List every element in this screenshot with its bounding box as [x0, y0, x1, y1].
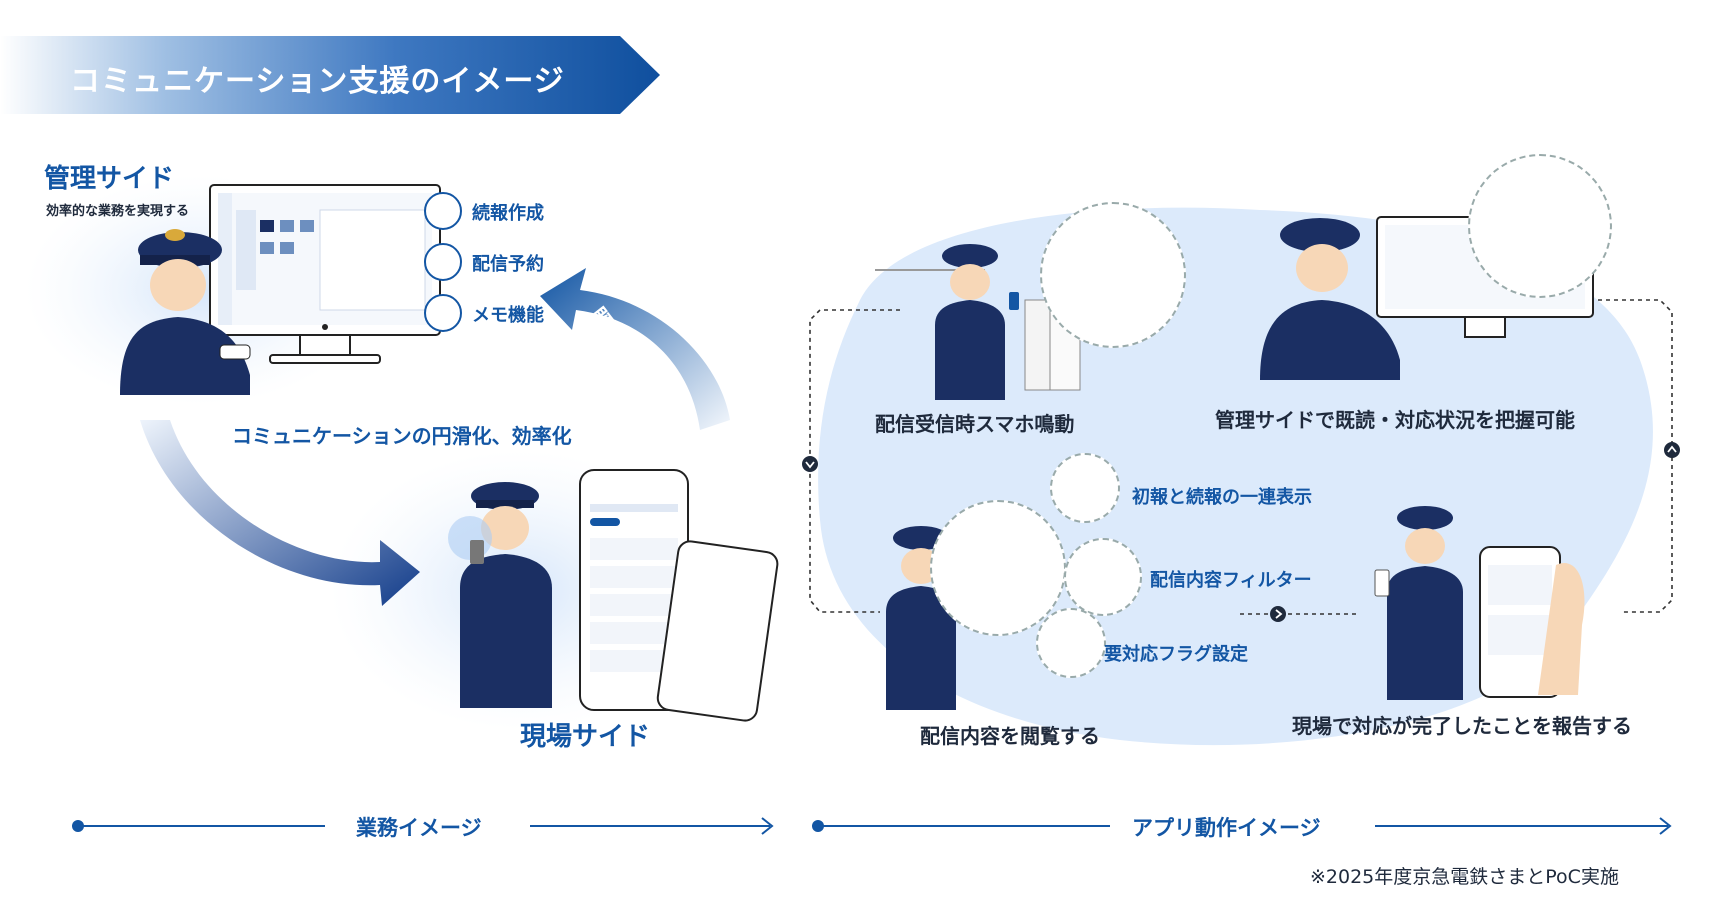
- notified-staff-illustration: [935, 244, 1019, 400]
- bulletin-icon: [424, 192, 462, 230]
- field-side-title: 現場サイド: [520, 722, 651, 752]
- feature-memo-label: メモ機能: [472, 305, 544, 326]
- memo-icon: [424, 294, 462, 332]
- status-zoom-circle: [1468, 154, 1612, 298]
- station-gate-illustration: [875, 269, 1081, 391]
- filter-zoom-circle: [1064, 538, 1142, 616]
- caption-report: 現場で対応が完了したことを報告する: [1292, 714, 1632, 738]
- page-title: コミュニケーション支援のイメージ: [70, 64, 565, 99]
- schedule-send-icon: [424, 243, 462, 281]
- field-phone-illustration: [579, 469, 779, 722]
- feature-bulletin-label: 続報作成: [472, 203, 544, 224]
- admin-staff-illustration: [120, 229, 251, 395]
- feature-thread-label: 初報と続報の一連表示: [1132, 487, 1312, 508]
- thread-zoom-circle: [1050, 453, 1120, 523]
- admin-check-staff-illustration: [1260, 218, 1400, 380]
- read-confirm-arrow: [540, 268, 730, 430]
- feature-schedule-label: 配信予約: [472, 254, 544, 275]
- flow-node-down: [802, 456, 818, 472]
- admin-side-title: 管理サイド: [44, 164, 175, 194]
- flow-line-right: [1590, 299, 1673, 613]
- field-staff-illustration: [448, 482, 552, 708]
- flow-node-right: [1270, 606, 1286, 622]
- caption-admin-check: 管理サイドで既読・対応状況を把握可能: [1215, 408, 1575, 432]
- admin-monitor-illustration: [209, 184, 441, 364]
- center-caption: コミュニケーションの円滑化、効率化: [232, 424, 572, 448]
- flag-zoom-circle: [1036, 608, 1106, 678]
- caption-notify: 配信受信時スマホ鳴動: [875, 412, 1075, 436]
- info-transfer-arrow: [140, 420, 420, 606]
- admin-side-subtitle: 効率的な業務を実現する: [46, 204, 190, 219]
- content-zoom-circle: [930, 500, 1066, 636]
- report-phone-illustration: [1479, 546, 1585, 698]
- reporting-staff-illustration: [1374, 506, 1463, 700]
- header-banner: [0, 36, 660, 114]
- feature-flag-label: 要対応フラグ設定: [1104, 644, 1248, 665]
- footer-app-label: アプリ動作イメージ: [1132, 816, 1321, 840]
- caption-view: 配信内容を閲覧する: [920, 724, 1100, 748]
- footer-note: ※2025年度京急電鉄さまとPoC実施: [1310, 866, 1619, 888]
- feature-filter-label: 配信内容フィルター: [1150, 570, 1312, 591]
- footer-business-label: 業務イメージ: [356, 816, 482, 840]
- notification-zoom-circle: [1040, 202, 1186, 348]
- flow-node-up: [1664, 442, 1680, 458]
